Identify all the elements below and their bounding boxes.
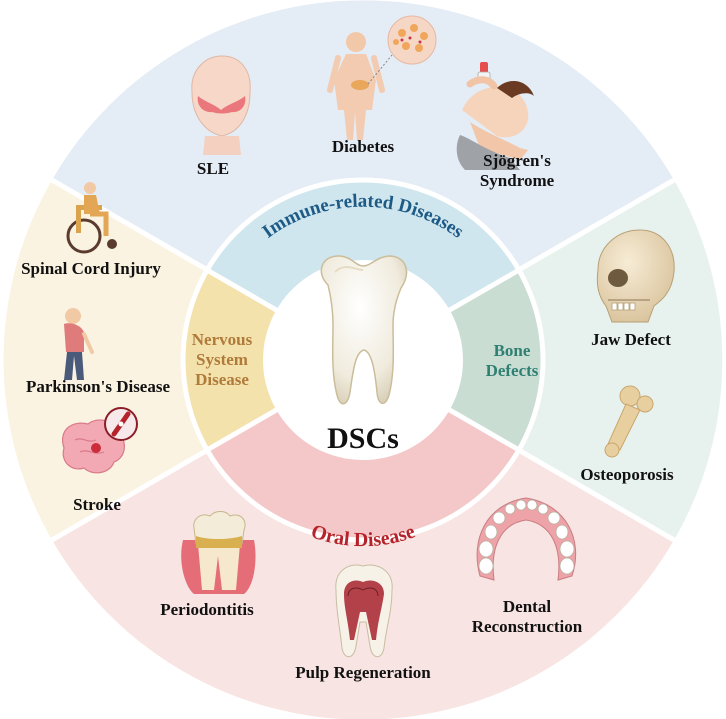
item-sjogren-label-2: Syndrome <box>480 171 555 190</box>
item-sle-label: SLE <box>197 159 229 178</box>
center-label: DSCs <box>327 422 399 455</box>
svg-text:Bone: Bone <box>494 341 531 360</box>
item-diabetes-label: Diabetes <box>332 137 395 156</box>
item-jaw-label: Jaw Defect <box>591 330 671 349</box>
item-parkinson-label: Parkinson's Disease <box>26 377 170 396</box>
item-osteoporosis-label: Osteoporosis <box>580 465 674 484</box>
svg-text:Defects: Defects <box>486 361 539 380</box>
item-dental-label-2: Reconstruction <box>472 617 583 636</box>
item-sjogren-label-1: Sjögren's <box>483 151 551 170</box>
item-pulp-label: Pulp Regeneration <box>295 663 431 682</box>
item-spinal-label: Spinal Cord Injury <box>21 259 161 278</box>
svg-text:System: System <box>196 350 248 369</box>
svg-text:Disease: Disease <box>195 370 249 389</box>
item-stroke-label: Stroke <box>73 495 121 514</box>
item-periodontitis-label: Periodontitis <box>160 600 254 619</box>
item-dental-label-1: Dental <box>503 597 551 616</box>
category-nervous-label: Nervous System Disease <box>192 330 253 389</box>
svg-text:Nervous: Nervous <box>192 330 253 349</box>
